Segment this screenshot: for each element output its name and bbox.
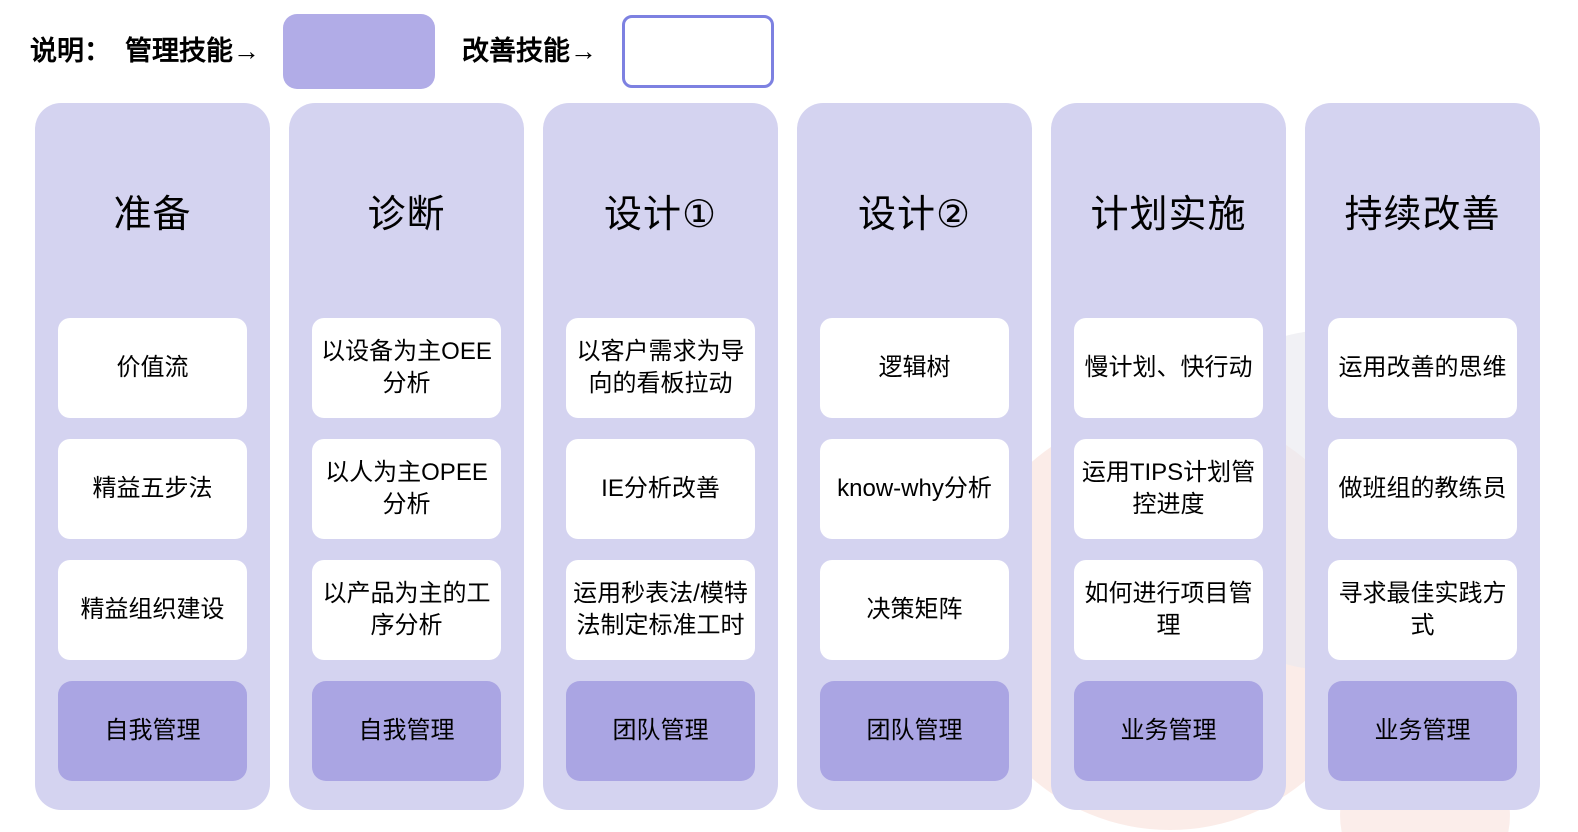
column-prepare: 准备 价值流 精益五步法 精益组织建设 自我管理 (35, 103, 270, 810)
skill-card: 慢计划、快行动 (1074, 318, 1263, 418)
column-title: 持续改善 (1344, 194, 1501, 236)
card-list: 价值流 精益五步法 精益组织建设 自我管理 (35, 318, 270, 781)
skill-card: 寻求最佳实践方式 (1328, 560, 1517, 660)
skill-card-management: 自我管理 (58, 681, 247, 781)
skill-card: know-why分析 (820, 439, 1009, 539)
skill-card: 运用秒表法/模特法制定标准工时 (566, 560, 755, 660)
card-list: 运用改善的思维 做班组的教练员 寻求最佳实践方式 业务管理 (1305, 318, 1540, 781)
skill-card-management: 业务管理 (1328, 681, 1517, 781)
skill-card: 运用改善的思维 (1328, 318, 1517, 418)
improvement-skill-swatch (622, 15, 774, 88)
skill-card: 运用TIPS计划管控进度 (1074, 439, 1263, 539)
skill-card: 决策矩阵 (820, 560, 1009, 660)
skill-card-management: 团队管理 (566, 681, 755, 781)
skill-card: 以设备为主OEE分析 (312, 318, 501, 418)
column-design-2: 设计② 逻辑树 know-why分析 决策矩阵 团队管理 (797, 103, 1032, 810)
skill-card: 以客户需求为导向的看板拉动 (566, 318, 755, 418)
column-diagnose: 诊断 以设备为主OEE分析 以人为主OPEE分析 以产品为主的工序分析 自我管理 (289, 103, 524, 810)
skill-card: IE分析改善 (566, 439, 755, 539)
skill-card: 价值流 (58, 318, 247, 418)
skill-card-management: 团队管理 (820, 681, 1009, 781)
column-title: 设计② (857, 194, 972, 236)
column-title: 诊断 (367, 194, 446, 236)
legend-management-label: 管理技能→ (125, 36, 260, 66)
skill-card: 逻辑树 (820, 318, 1009, 418)
column-title: 计划实施 (1090, 194, 1247, 236)
column-title: 准备 (113, 194, 192, 236)
card-list: 以客户需求为导向的看板拉动 IE分析改善 运用秒表法/模特法制定标准工时 团队管… (543, 318, 778, 781)
skill-card: 精益五步法 (58, 439, 247, 539)
legend: 说明： 管理技能→ 改善技能→ (0, 0, 1578, 103)
legend-improvement-label: 改善技能→ (462, 36, 597, 66)
skill-card-management: 自我管理 (312, 681, 501, 781)
skill-card-management: 业务管理 (1074, 681, 1263, 781)
legend-prefix-label: 说明： (30, 36, 111, 66)
skill-card: 如何进行项目管理 (1074, 560, 1263, 660)
column-plan-implement: 计划实施 慢计划、快行动 运用TIPS计划管控进度 如何进行项目管理 业务管理 (1051, 103, 1286, 810)
card-list: 以设备为主OEE分析 以人为主OPEE分析 以产品为主的工序分析 自我管理 (289, 318, 524, 781)
column-continuous-improve: 持续改善 运用改善的思维 做班组的教练员 寻求最佳实践方式 业务管理 (1305, 103, 1540, 810)
skill-card: 以产品为主的工序分析 (312, 560, 501, 660)
skill-card: 以人为主OPEE分析 (312, 439, 501, 539)
phase-columns: 准备 价值流 精益五步法 精益组织建设 自我管理 诊断 以设备为主OEE分析 以… (35, 103, 1540, 810)
column-title: 设计① (603, 194, 718, 236)
skill-card: 做班组的教练员 (1328, 439, 1517, 539)
column-design-1: 设计① 以客户需求为导向的看板拉动 IE分析改善 运用秒表法/模特法制定标准工时… (543, 103, 778, 810)
management-skill-swatch (283, 14, 435, 89)
card-list: 逻辑树 know-why分析 决策矩阵 团队管理 (797, 318, 1032, 781)
skill-card: 精益组织建设 (58, 560, 247, 660)
card-list: 慢计划、快行动 运用TIPS计划管控进度 如何进行项目管理 业务管理 (1051, 318, 1286, 781)
